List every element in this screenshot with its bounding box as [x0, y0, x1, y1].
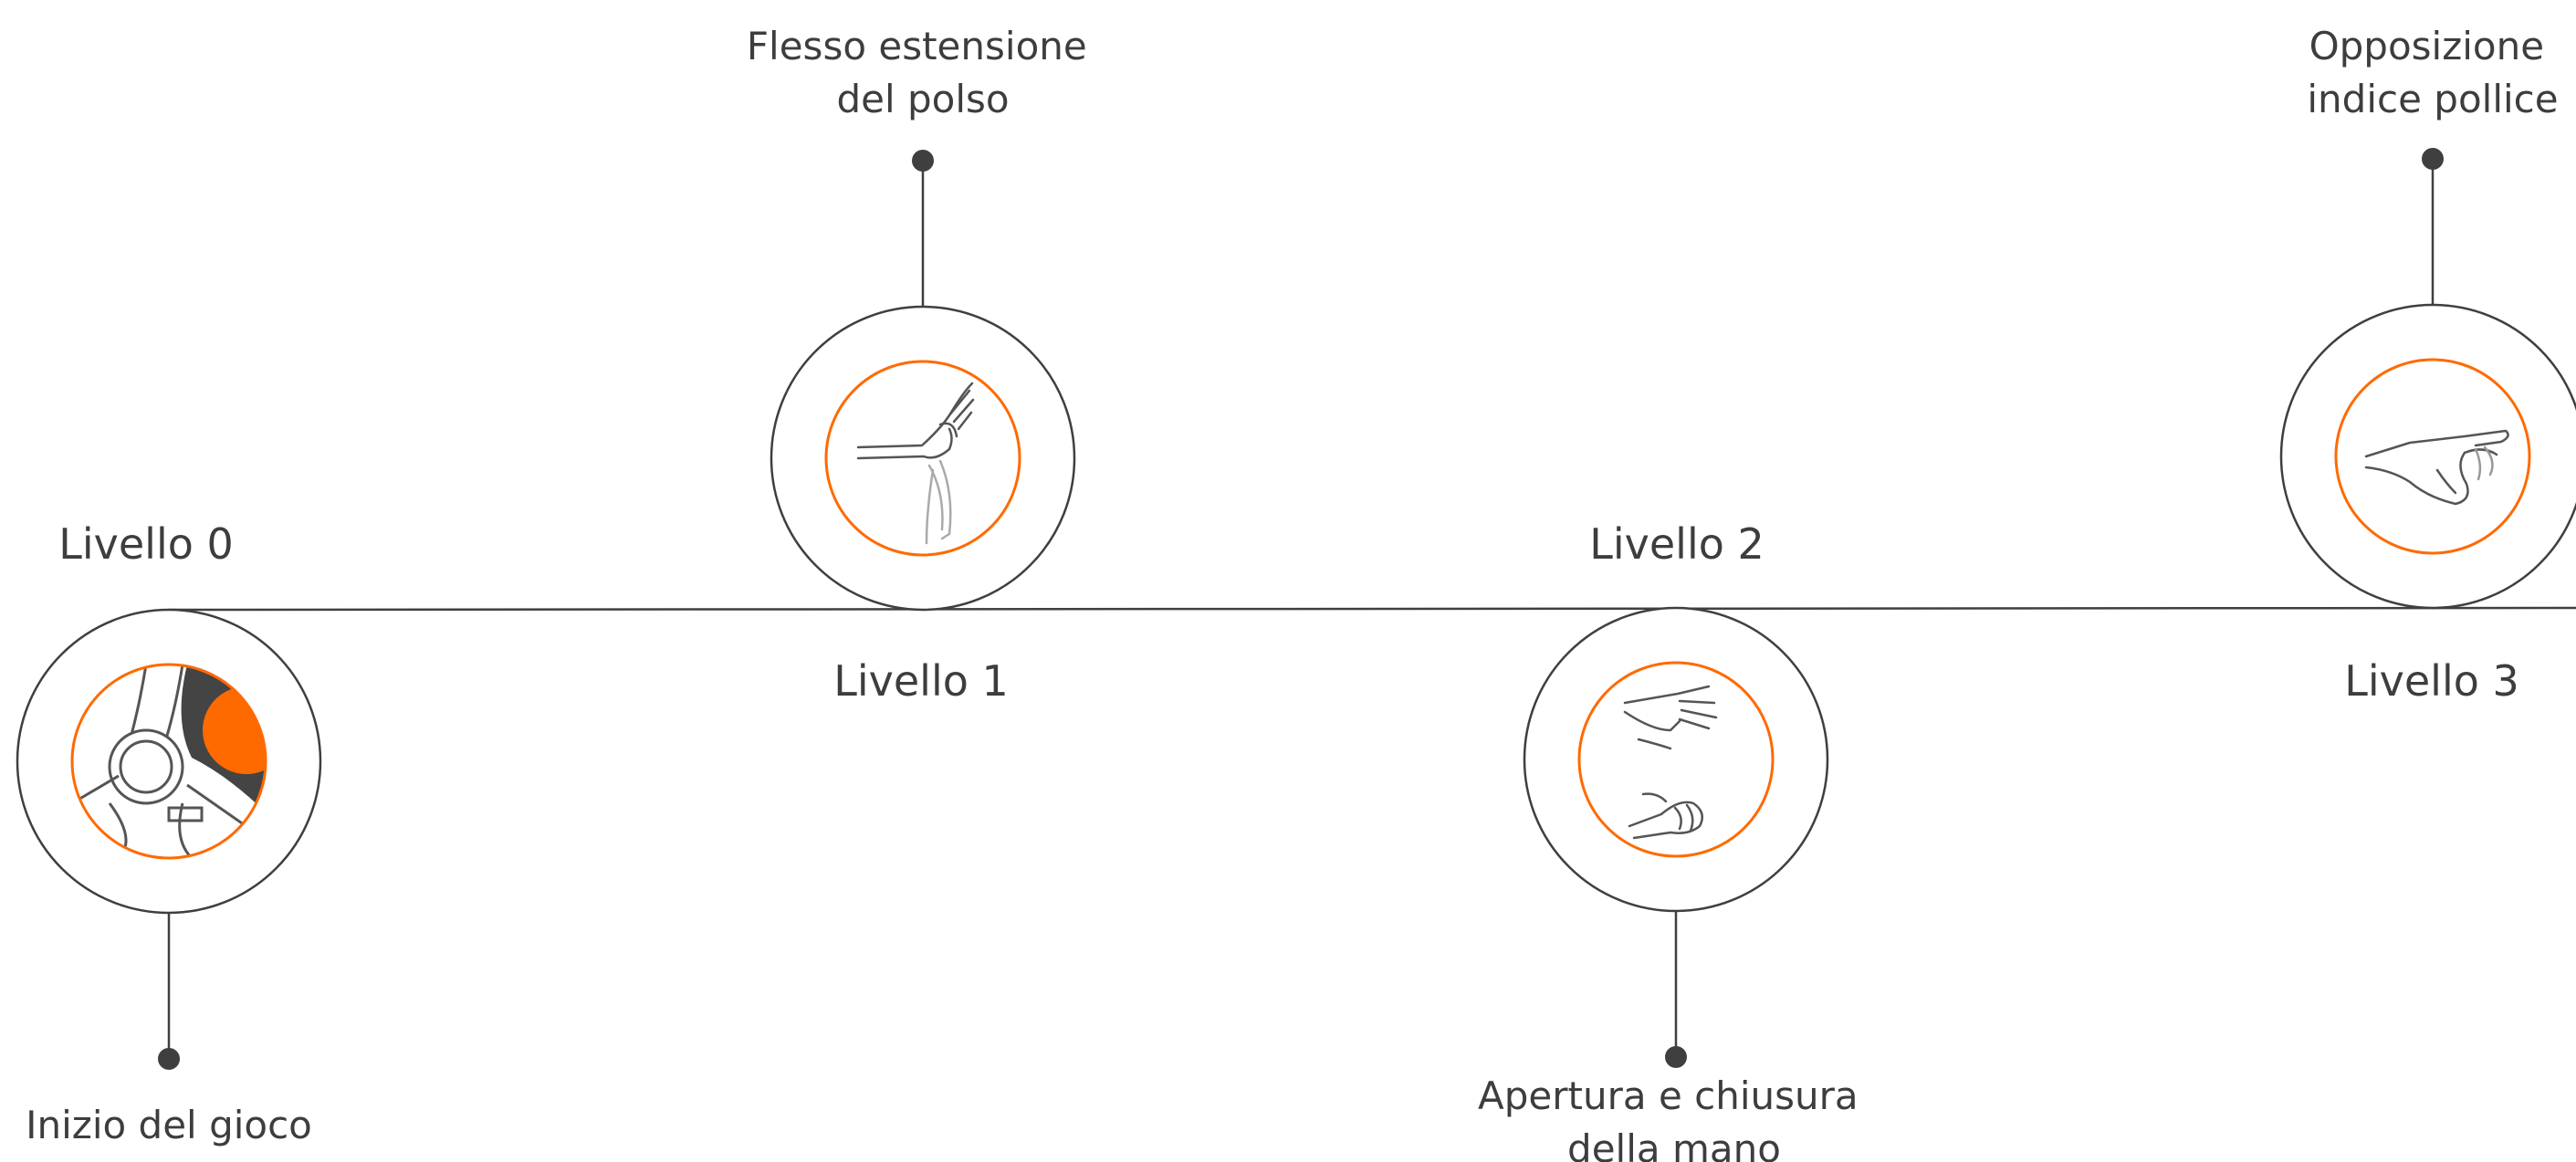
level-2: Livello 2 Apertura e chiusura della mano: [1478, 519, 1870, 1162]
level-1: Livello 1 Flesso estensione del polso: [747, 24, 1099, 706]
level-1-label: Livello 1: [833, 656, 1009, 706]
level-3-outer-circle: [2281, 305, 2576, 608]
level-2-connector-dot: [1665, 1046, 1687, 1068]
level-2-label: Livello 2: [1589, 519, 1764, 569]
level-0-description: Inizio del gioco: [26, 1103, 312, 1147]
level-0-label: Livello 0: [58, 519, 234, 569]
level-2-outer-circle: [1524, 608, 1827, 911]
level-1-connector-dot: [912, 150, 934, 172]
level-3-connector-dot: [2422, 148, 2444, 170]
level-1-outer-circle: [771, 307, 1074, 610]
timeline-line: [169, 608, 2576, 610]
level-3-description: Opposizione indice pollice: [2307, 24, 2558, 121]
level-3: Livello 3 Opposizione indice pollice: [2281, 24, 2576, 706]
level-2-description: Apertura e chiusura della mano: [1478, 1073, 1870, 1162]
level-3-label: Livello 3: [2344, 656, 2519, 706]
level-0: Livello 0 Inizio del gioco: [17, 519, 320, 1147]
level-1-description: Flesso estensione del polso: [747, 24, 1099, 121]
level-0-connector-dot: [158, 1048, 180, 1070]
